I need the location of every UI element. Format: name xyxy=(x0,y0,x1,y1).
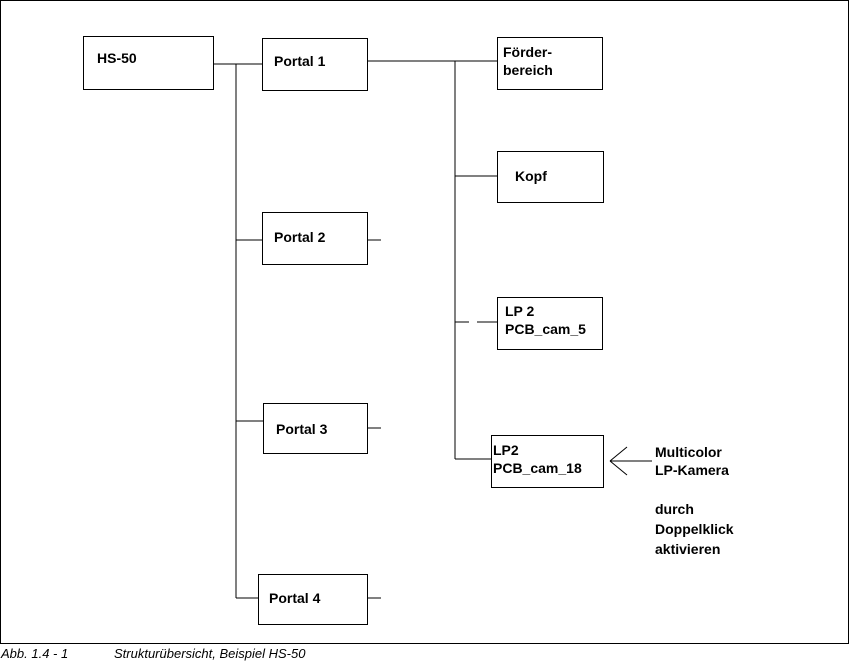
node-kopf-label: Kopf xyxy=(515,167,547,185)
annotation-line-3: durch xyxy=(655,500,694,518)
node-portal2-label: Portal 2 xyxy=(274,228,325,246)
node-portal1-label: Portal 1 xyxy=(274,52,325,70)
annotation-line-2: LP-Kamera xyxy=(655,461,729,479)
arrow-head-lower xyxy=(610,461,627,475)
node-foerderbereich-label: Förder- bereich xyxy=(503,43,553,79)
annotation-line-5: aktivieren xyxy=(655,540,720,558)
annotation-line-1: Multicolor xyxy=(655,443,722,461)
figure-caption-label: Abb. 1.4 - 1 xyxy=(1,646,68,662)
node-hs50-label: HS-50 xyxy=(97,49,137,67)
node-portal4-label: Portal 4 xyxy=(269,589,320,607)
figure-caption-text: Strukturübersicht, Beispiel HS-50 xyxy=(114,646,305,662)
annotation-line-4: Doppelklick xyxy=(655,520,734,538)
node-lp2-cam5-label: LP 2 PCB_cam_5 xyxy=(505,302,586,338)
node-lp2-cam18-label: LP2 PCB_cam_18 xyxy=(493,441,582,477)
node-portal3-label: Portal 3 xyxy=(276,420,327,438)
node-kopf xyxy=(497,151,604,203)
arrow-head-upper xyxy=(610,447,627,461)
